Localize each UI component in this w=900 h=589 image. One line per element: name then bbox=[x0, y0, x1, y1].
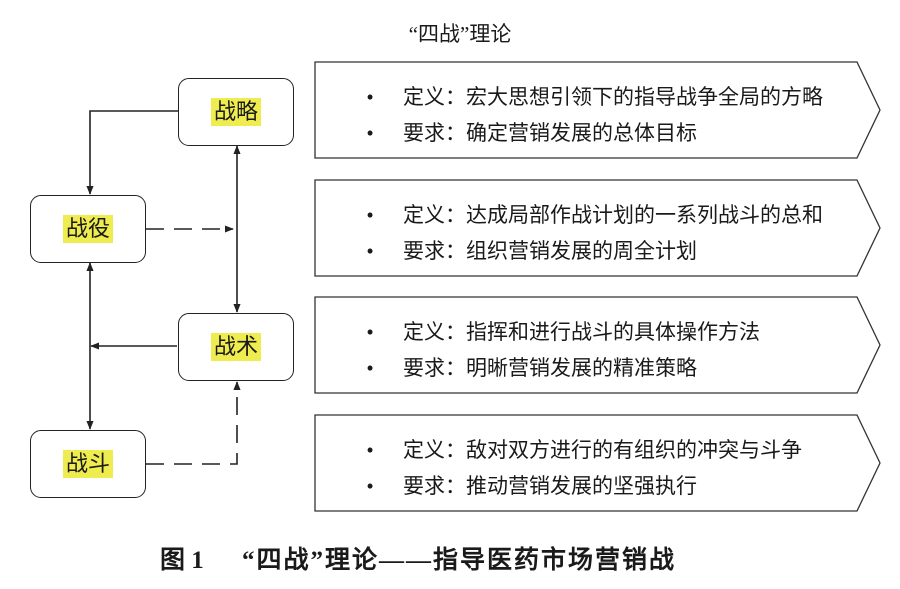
bullet: • bbox=[366, 320, 374, 344]
panel-shape-tactics bbox=[314, 296, 881, 394]
figure-number: 图 1 bbox=[160, 547, 204, 574]
node-label: 战斗 bbox=[62, 450, 113, 478]
panel-strategy: • 定义：宏大思想引领下的指导战争全局的方略 • 要求：确定营销发展的总体目标 bbox=[315, 62, 855, 158]
node-campaign: 战役 bbox=[30, 195, 146, 263]
definition-text: 定义：宏大思想引领下的指导战争全局的方略 bbox=[403, 85, 823, 109]
node-strategy: 战略 bbox=[178, 78, 294, 146]
requirement-row: • 要求：推动营销发展的坚强执行 bbox=[315, 472, 855, 500]
bullet: • bbox=[366, 239, 374, 263]
node-tactics: 战术 bbox=[178, 313, 294, 381]
panel-shape-battle bbox=[314, 414, 881, 512]
dashed-arrow-battle-to-tactics bbox=[146, 381, 241, 465]
diagram-title: “四战”理论 bbox=[408, 22, 512, 46]
node-label: 战术 bbox=[210, 333, 261, 361]
panel-shape-campaign bbox=[314, 179, 881, 277]
requirement-row: • 要求：组织营销发展的周全计划 bbox=[315, 237, 855, 265]
requirement-text: 要求：确定营销发展的总体目标 bbox=[403, 121, 697, 145]
definition-text: 定义：达成局部作战计划的一系列战斗的总和 bbox=[403, 203, 823, 227]
definition-text: 定义：敌对双方进行的有组织的冲突与斗争 bbox=[403, 438, 802, 462]
definition-row: • 定义：宏大思想引领下的指导战争全局的方略 bbox=[315, 83, 855, 111]
definition-row: • 定义：达成局部作战计划的一系列战斗的总和 bbox=[315, 201, 855, 229]
figure-caption: “四战”理论——指导医药市场营销战 bbox=[242, 547, 677, 574]
bullet: • bbox=[366, 474, 374, 498]
requirement-text: 要求：推动营销发展的坚强执行 bbox=[403, 474, 697, 498]
bullet: • bbox=[366, 85, 374, 109]
definition-row: • 定义：指挥和进行战斗的具体操作方法 bbox=[315, 318, 855, 346]
requirement-row: • 要求：明晰营销发展的精准策略 bbox=[315, 354, 855, 382]
panel-battle: • 定义：敌对双方进行的有组织的冲突与斗争 • 要求：推动营销发展的坚强执行 bbox=[315, 415, 855, 511]
definition-row: • 定义：敌对双方进行的有组织的冲突与斗争 bbox=[315, 436, 855, 464]
panel-tactics: • 定义：指挥和进行战斗的具体操作方法 • 要求：明晰营销发展的精准策略 bbox=[315, 297, 855, 393]
arrow-strategy-to-campaign bbox=[86, 110, 178, 195]
bullet: • bbox=[366, 356, 374, 380]
panel-shape-strategy bbox=[314, 61, 881, 159]
definition-text: 定义：指挥和进行战斗的具体操作方法 bbox=[403, 320, 760, 344]
bullet: • bbox=[366, 121, 374, 145]
bullet: • bbox=[366, 438, 374, 462]
requirement-text: 要求：明晰营销发展的精准策略 bbox=[403, 356, 697, 380]
requirement-text: 要求：组织营销发展的周全计划 bbox=[403, 239, 697, 263]
node-label: 战役 bbox=[62, 215, 113, 243]
panel-campaign: • 定义：达成局部作战计划的一系列战斗的总和 • 要求：组织营销发展的周全计划 bbox=[315, 180, 855, 276]
requirement-row: • 要求：确定营销发展的总体目标 bbox=[315, 119, 855, 147]
bullet: • bbox=[366, 203, 374, 227]
node-label: 战略 bbox=[210, 98, 261, 126]
node-battle: 战斗 bbox=[30, 430, 146, 498]
